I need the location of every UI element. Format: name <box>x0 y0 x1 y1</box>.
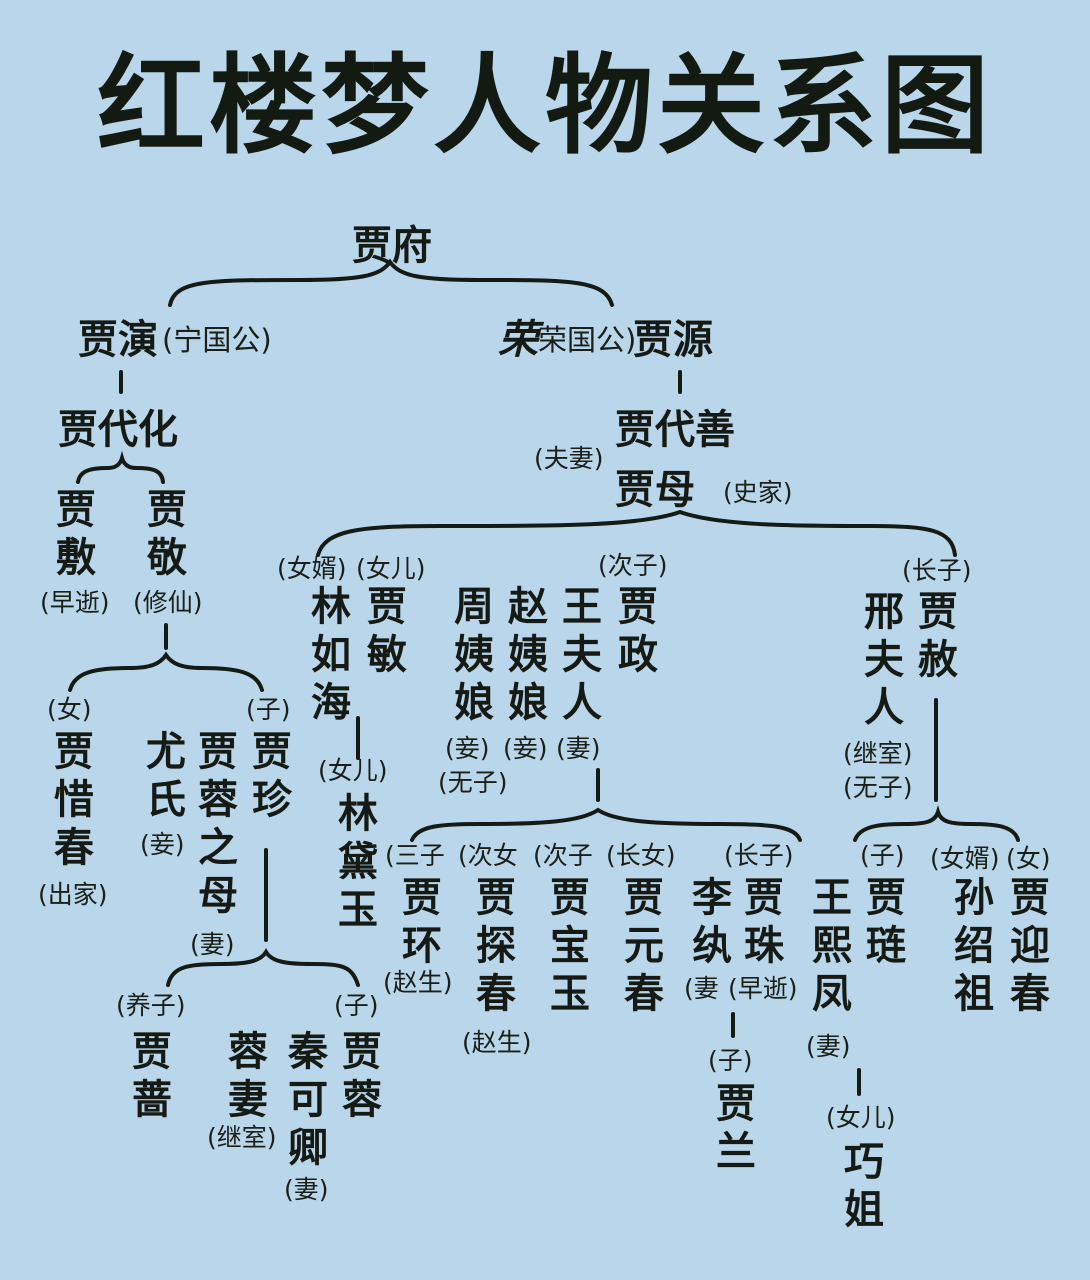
zi-label-2: (子) <box>334 991 379 1020</box>
jia-jing: 贾敬 <box>140 488 186 584</box>
jishi-label-2: (继室) <box>843 739 913 768</box>
jia-xichun: 贾惜春 <box>47 730 93 874</box>
jia-zheng: 贾政 <box>611 585 657 681</box>
nvxu-label-1: (女婿) <box>277 554 347 583</box>
jia-qiang: 贾蔷 <box>125 1030 171 1126</box>
sun-shaozu: 孙绍祖 <box>947 876 993 1020</box>
zi-label-3: (子) <box>708 1046 753 1075</box>
zaoshi-label-2: (早逝) <box>728 974 798 1003</box>
li-wan: 李纨 <box>685 876 731 972</box>
zi-label-1: (子) <box>246 695 291 724</box>
zhangzi-label-2: (长子) <box>724 841 794 870</box>
shijia-label: (史家) <box>723 478 793 507</box>
xiuxian-label: (修仙) <box>133 588 203 617</box>
jia-min: 贾敏 <box>360 585 406 681</box>
jia-fu: 贾敷 <box>49 488 95 584</box>
zhaosheng-label-2: (赵生) <box>462 1028 532 1057</box>
brace-zhen <box>166 948 360 987</box>
jia-baoyu: 贾宝玉 <box>543 876 589 1020</box>
nv-label-1: (女) <box>47 695 92 724</box>
cizi-label-1: (次子) <box>598 551 668 580</box>
jia-zhu: 贾珠 <box>737 876 783 972</box>
qie-label-2: (妾) <box>445 734 490 763</box>
brace-zheng <box>410 807 802 842</box>
nver-label-1: (女儿) <box>356 554 426 583</box>
jia-zhen: 贾珍 <box>245 730 291 826</box>
rongguogong-label: 荣国公) <box>538 323 637 357</box>
jia-she: 贾赦 <box>911 590 957 686</box>
qi-label-5: (妻) <box>806 1032 851 1061</box>
jia-yuanchun: 贾元春 <box>617 876 663 1020</box>
brace-jiamu <box>316 509 957 557</box>
zhangzi-label-1: (长子) <box>902 556 972 585</box>
nver-label-2: (女儿) <box>318 756 388 785</box>
qi-label-4: (妻 <box>684 974 719 1003</box>
brace-jiafu <box>168 258 614 307</box>
jia-mu: 贾母 <box>615 467 695 513</box>
wang-furen: 王夫人 <box>555 585 601 729</box>
rong-wife: 蓉妻 <box>221 1030 267 1126</box>
cizi-label-2: (次子 <box>533 841 593 870</box>
jia-tanchun: 贾探春 <box>469 876 515 1020</box>
jishi-label-1: (继室) <box>207 1123 277 1152</box>
jia-lian: 贾琏 <box>859 876 905 972</box>
jia-huan: 贾环 <box>395 876 441 972</box>
nv-label-2: (女) <box>1006 844 1051 873</box>
page-title: 红楼梦人物关系图 <box>96 44 993 169</box>
jia-lan: 贾兰 <box>709 1082 755 1178</box>
qie-label-3: (妾) <box>503 734 548 763</box>
jia-yan: 贾演 <box>78 317 158 363</box>
sanzi-label: (三子 <box>385 841 445 870</box>
qi-label-3: (妻) <box>556 734 601 763</box>
wuzi-label-2: (无子) <box>843 773 913 802</box>
chujia-label: (出家) <box>38 880 108 909</box>
jia-daishan: 贾代善 <box>615 407 735 453</box>
wuzi-label-1: (无子) <box>438 768 508 797</box>
zi-label-4: (子) <box>860 841 905 870</box>
qin-keqing: 秦可卿 <box>281 1030 327 1174</box>
brace-she <box>853 805 1020 842</box>
jia-yingchun: 贾迎春 <box>1003 876 1049 1020</box>
xing-furen: 邢夫人 <box>857 590 903 734</box>
yangzi-label: (养子) <box>116 991 186 1020</box>
nver-label-3: (女儿) <box>826 1103 896 1132</box>
jia-yuan: 贾源 <box>633 317 713 363</box>
wang-xifeng: 王熙凤 <box>805 876 851 1020</box>
lin-ruhai: 林如海 <box>304 585 350 729</box>
jia-rong: 贾蓉 <box>335 1030 381 1126</box>
you-shi: 尤氏 <box>139 730 185 826</box>
zhaosheng-label-1: (赵生) <box>383 968 453 997</box>
qiao-jie: 巧姐 <box>837 1140 883 1236</box>
zhao-yiniang: 赵姨娘 <box>501 585 547 729</box>
qi-label-1: (妻) <box>190 930 235 959</box>
brace-jing <box>68 651 264 692</box>
fuqi-label: (夫妻) <box>534 444 604 473</box>
lin-daiyu: 林黛玉 <box>331 792 377 936</box>
cinv-label: (次女 <box>458 841 518 870</box>
zhou-yiniang: 周姨娘 <box>447 585 493 729</box>
ningguogong-label: (宁国公) <box>162 323 272 357</box>
brace-daihua <box>76 450 165 484</box>
jia-rong-mother: 贾蓉之母 <box>191 730 237 922</box>
qi-label-2: (妻) <box>284 1175 329 1204</box>
zhangnv-label: (长女) <box>606 841 676 870</box>
zaoshi-label-1: (早逝) <box>40 588 110 617</box>
nvxu-label-2: (女婿) <box>930 844 1000 873</box>
root-jiafu: 贾府 <box>352 223 432 269</box>
qie-label-1: (妾) <box>140 830 185 859</box>
rong-glyph: 荣 <box>498 317 538 363</box>
jia-daihua: 贾代化 <box>58 407 178 453</box>
